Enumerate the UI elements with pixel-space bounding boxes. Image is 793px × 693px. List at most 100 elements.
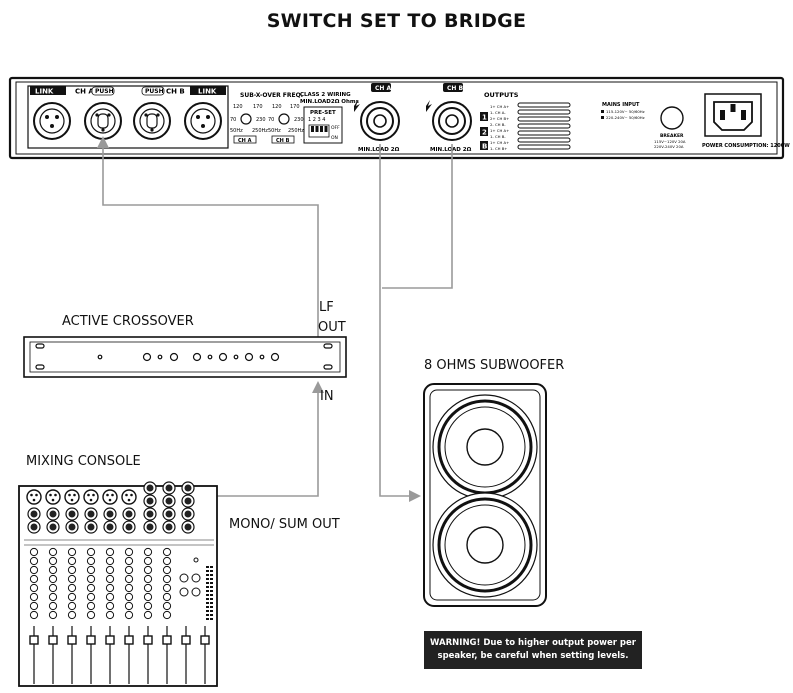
hazard-b-icon [426,100,432,112]
outputs-row: 1+ CH A+ [490,104,509,109]
push-b-label: PUSH [145,88,164,95]
subwoofer-label: 8 OHMS SUBWOOFER [424,358,565,373]
woofer-upper-icon [432,394,538,500]
knob-a-tag: CH A [238,138,252,144]
sub-xover-section: SUB-X-OVER FREQ. 120 170 70 230 50Hz 250… [230,92,304,144]
mixer-knob [86,610,96,620]
xover-knob-b[interactable] [278,113,290,125]
mixer-fader-cap [86,635,96,645]
xover-knob-a[interactable] [240,113,252,125]
mixer-xlr-row [26,489,137,505]
mixer-knob [67,556,77,566]
knob-a-tick-70: 70 [230,117,236,123]
mixer-knob [143,565,153,575]
mixer-knob [48,592,58,602]
mixer-knob [48,565,58,575]
mixer-knob [124,583,134,593]
in-label: IN [320,389,334,404]
combo-input-b-connector[interactable] [133,102,171,140]
mixer-knob [143,601,153,611]
outputs-row: 1+ CH A+ [490,140,509,145]
mixer-meter [206,566,213,620]
warning-line-2: speaker, be careful when setting levels. [437,651,629,661]
preset-dip-switch[interactable] [308,124,330,138]
outputs-section: OUTPUTS 1 2 B 1+ CH A+ 1- CH A- 2+ CH B+… [480,91,571,151]
mixer-knob [48,583,58,593]
output-num-b: B [482,143,487,151]
knob-b-tick-250: 250Hz [288,128,304,134]
mixer-knob [48,601,58,611]
mixer-knob [105,601,115,611]
mixer-knob [124,601,134,611]
push-a-label: PUSH [95,88,114,95]
mixer-knob [29,601,39,611]
active-crossover-unit [23,336,347,378]
out-label: OUT [318,320,346,335]
speakon-a-to-sub-wire [379,144,410,497]
outputs-label: OUTPUTS [484,91,519,99]
diagram-title: SWITCH SET TO BRIDGE [266,10,527,32]
preset-label: PRE-SET [310,110,336,116]
mixer-knob [162,556,172,566]
mixer-knob [86,601,96,611]
class2-wiring-label: CLASS 2 WIRING [300,92,351,98]
mixer-knob [105,574,115,584]
mixer-knob [48,574,58,584]
outputs-row: 1- CH A- [490,110,506,115]
mixer-fader-cap [143,635,153,645]
speakon-b-bridge-wire [382,144,453,289]
mixer-knob [105,556,115,566]
mixer-faders [29,626,210,684]
power-consumption-label: POWER CONSUMPTION: 1200W [702,143,790,149]
output-num-1: 1 [482,114,487,122]
mixer-xlr-jack [102,489,118,505]
speakon-b-connector[interactable] [432,101,472,141]
speakon-b-label: CH B [447,85,464,92]
mains-section: MAINS INPUT 115-120V~ 50/60Hz 220-240V~ … [601,93,790,149]
arrow-into-crossover-icon [312,381,324,393]
mixer-knob [86,565,96,575]
power-inlet-connector[interactable] [704,93,762,137]
knob-b-tick-50: 50Hz [268,128,281,134]
class2-min-load-label: MIN.LOAD2Ω Ohms [300,99,360,105]
preset-off-label: OFF [331,125,340,131]
xlr-link-a-connector[interactable] [33,102,71,140]
mixer-xlr-jack [64,489,80,505]
combo-input-a-connector[interactable] [84,102,122,140]
active-crossover-label: ACTIVE CROSSOVER [62,314,194,329]
mixer-knob [67,583,77,593]
outputs-row: 2+ CH B+ [490,116,509,121]
mixer-knob [162,592,172,602]
speakon-a-connector[interactable] [360,101,400,141]
mixer-knob [67,592,77,602]
mixer-knob [29,556,39,566]
mixer-knob [162,583,172,593]
warning-line-1: WARNING! Due to higher output power per [430,638,636,648]
preset-numbers: 1 2 3 4 [308,117,326,123]
mixer-knob [67,601,77,611]
breaker-button[interactable] [660,106,684,130]
output-num-2: 2 [482,129,487,137]
knob-b-tick-120: 120 [272,104,282,110]
signal-wires [102,144,453,497]
woofer-lower-icon [432,492,538,598]
mixer-knob [162,610,172,620]
arrow-into-amp-icon [97,136,109,148]
mixer-knob [86,547,96,557]
xlr-link-b-connector[interactable] [184,102,222,140]
mixing-console-label: MIXING CONSOLE [26,454,141,469]
input-section: LINK CH A PUSH PUSH CH B LINK [27,85,229,149]
speakon-b-section: CH B MIN.LOAD 2Ω [426,83,472,153]
min-load-a-label: MIN.LOAD 2Ω [358,147,400,153]
mixer-fader-cap [105,635,115,645]
link-right-label: LINK [198,88,217,96]
mixer-knob [124,574,134,584]
outputs-row: 1- CH B- [490,134,506,139]
mixer-knob [29,574,39,584]
mixer-knob [48,556,58,566]
mixing-console [18,481,218,687]
mixer-knob [143,547,153,557]
knob-b-tick-230: 230 [294,117,304,123]
